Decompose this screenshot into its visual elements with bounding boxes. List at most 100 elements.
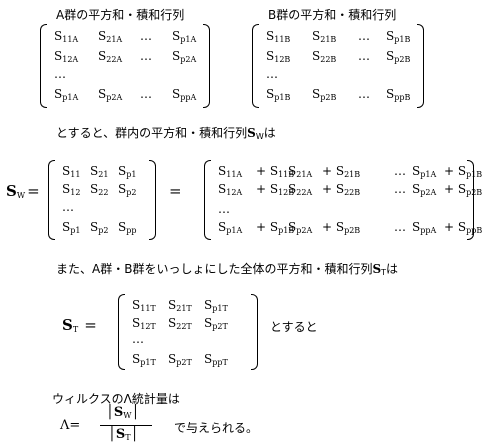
cell-subscript: 22B [344, 188, 361, 197]
cell-subscript: 22A [296, 188, 313, 197]
within-group-sentence: とすると、群内の平方和・積和行列SWは [56, 124, 276, 141]
st-equals-label: ST= [62, 316, 97, 334]
cell-subscript: p2 [98, 226, 109, 235]
cell-subscript: p2B [320, 93, 337, 102]
matrix-cell: … [394, 220, 406, 234]
cell-subscript: p1B [466, 170, 483, 179]
cell-symbol: S [62, 164, 71, 178]
cell-symbol: S [168, 352, 177, 366]
matrix-cell: SppA [172, 87, 196, 105]
cell-symbol: S [172, 49, 181, 63]
cell-subscript: p1A [62, 93, 79, 102]
cell-symbol: … [394, 182, 406, 196]
matrix-cell: S22A [288, 182, 312, 200]
cell-symbol: … [140, 87, 152, 101]
matrix-cell: Sp1 [62, 220, 80, 238]
cell-subscript: 21B [320, 35, 337, 44]
cell-symbol: S [54, 29, 63, 43]
cell-symbol: S [98, 87, 107, 101]
matrix-cell: + Sp1B [444, 164, 482, 182]
matrix-cell: + S21B [322, 164, 360, 182]
cell-symbol: S [204, 352, 213, 366]
matrix-cell: … [358, 49, 370, 63]
equals-sign: = [27, 182, 40, 200]
matrix-cell: Sp1T [204, 298, 228, 316]
matrix-cell: S11B [266, 29, 290, 47]
equals-sign: = [84, 316, 97, 334]
cell-symbol: S [288, 164, 297, 178]
cell-symbol: + S [444, 164, 467, 178]
matrix-cell: Sp1A [412, 164, 436, 182]
matrix-cell: Sp1A [218, 220, 242, 238]
cell-symbol: S [412, 182, 421, 196]
matrix-cell: S21T [168, 298, 192, 316]
fraction-bar [100, 425, 152, 427]
total-sentence-suffix: は [386, 262, 399, 276]
matrix-a-label: A群の平方和・積和行列 [56, 8, 185, 22]
cell-subscript: p1B [278, 226, 295, 235]
cell-subscript: p1A [180, 35, 197, 44]
st-label-symbol: S [62, 316, 73, 334]
cell-subscript: p2B [394, 55, 411, 64]
cell-symbol: S [118, 220, 127, 234]
matrix-cell: + SppB [444, 220, 482, 238]
cell-subscript: p1B [394, 35, 411, 44]
cell-symbol: … [140, 49, 152, 63]
sw-label-symbol: S [6, 182, 17, 200]
matrix-b-label: B群の平方和・積和行列 [268, 8, 397, 22]
cell-symbol: … [394, 220, 406, 234]
cell-symbol: S [172, 87, 181, 101]
cell-symbol: S [90, 164, 99, 178]
within-sentence-suffix: は [263, 126, 276, 140]
matrix-cell: Sp1B [266, 87, 290, 105]
cell-subscript: p1A [420, 170, 437, 179]
cell-subscript: p2A [420, 188, 437, 197]
cell-subscript: 11B [278, 170, 295, 179]
matrix-cell: S11T [132, 298, 156, 316]
cell-symbol: + S [322, 164, 345, 178]
cell-symbol: … [358, 49, 370, 63]
cell-subscript: 12 [70, 188, 81, 197]
cell-subscript: p2T [212, 322, 228, 331]
cell-subscript: ppB [466, 226, 483, 235]
right-bracket [467, 160, 474, 240]
cell-subscript: p1T [140, 358, 156, 367]
matrix-cell: S21 [90, 164, 108, 182]
cell-symbol: S [62, 182, 71, 196]
cell-subscript: ppT [212, 358, 228, 367]
matrix-cell: S22A [98, 49, 122, 67]
cell-symbol: + S [444, 182, 467, 196]
matrix-cell: + S22B [322, 182, 360, 200]
cell-subscript: p1 [70, 226, 81, 235]
cell-subscript: p1A [226, 226, 243, 235]
matrix-cell: Sp2B [312, 87, 336, 105]
cell-symbol: S [312, 87, 321, 101]
cell-subscript: 12T [140, 322, 156, 331]
cell-subscript: 21 [98, 170, 109, 179]
denominator-subscript: T [125, 433, 131, 442]
cell-subscript: 12A [226, 188, 243, 197]
cell-subscript: 11A [226, 170, 243, 179]
matrix-cell: Sp1A [172, 29, 196, 47]
cell-symbol: S [132, 352, 141, 366]
matrix-cell: S21A [98, 29, 122, 47]
right-bracket [203, 24, 210, 108]
matrix-cell: … [358, 87, 370, 101]
matrix-cell: SppT [204, 352, 228, 370]
cell-subscript: ppB [394, 93, 411, 102]
matrix-cell: Sp2A [98, 87, 122, 105]
cell-symbol: S [288, 220, 297, 234]
cell-subscript: p2 [126, 188, 137, 197]
matrix-cell: S22T [168, 316, 192, 334]
cell-subscript: pp [126, 226, 137, 235]
numerator-symbol: S [113, 405, 124, 420]
matrix-cell: S22B [312, 49, 336, 67]
cell-subscript: 12A [62, 55, 79, 64]
matrix-cell: S22 [90, 182, 108, 200]
cell-symbol: S [218, 164, 227, 178]
matrix-cell: S21B [312, 29, 336, 47]
cell-subscript: ppA [180, 93, 197, 102]
